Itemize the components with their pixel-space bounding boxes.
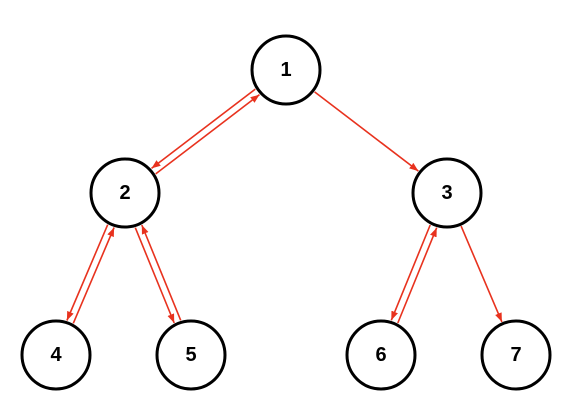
- edge-2-to-5: [134, 227, 175, 324]
- node-label-2: 2: [119, 182, 130, 204]
- nodes-layer: 1 2 3 4 5 6 7: [20, 34, 552, 391]
- edge-2-to-1: [155, 93, 260, 175]
- tree-node-2: 2: [89, 157, 161, 229]
- node-circle-6: [345, 319, 417, 391]
- node-label-5: 5: [185, 344, 196, 366]
- node-circle-7: [480, 319, 552, 391]
- edge-5-to-2: [141, 224, 182, 321]
- tree-node-6: 6: [345, 319, 417, 391]
- tree-node-4: 4: [20, 319, 92, 391]
- edge-1-to-3: [314, 91, 419, 172]
- node-label-6: 6: [375, 344, 386, 366]
- edge-3-to-6: [390, 224, 431, 321]
- node-label-7: 7: [510, 344, 521, 366]
- edge-2-to-4: [66, 224, 109, 321]
- node-circle-5: [155, 319, 227, 391]
- node-circle-4: [20, 319, 92, 391]
- node-circle-1: [250, 34, 322, 106]
- edge-3-to-7: [460, 225, 503, 323]
- tree-node-7: 7: [480, 319, 552, 391]
- node-circle-3: [411, 157, 483, 229]
- node-label-4: 4: [50, 344, 62, 366]
- edge-1-to-2: [151, 88, 256, 170]
- edges-layer: [66, 88, 503, 324]
- tree-node-3: 3: [411, 157, 483, 229]
- edge-4-to-2: [72, 227, 115, 324]
- node-label-1: 1: [280, 59, 291, 81]
- tree-node-5: 5: [155, 319, 227, 391]
- edge-6-to-3: [397, 227, 438, 324]
- tree-node-1: 1: [250, 34, 322, 106]
- node-circle-2: [89, 157, 161, 229]
- node-label-3: 3: [441, 182, 452, 204]
